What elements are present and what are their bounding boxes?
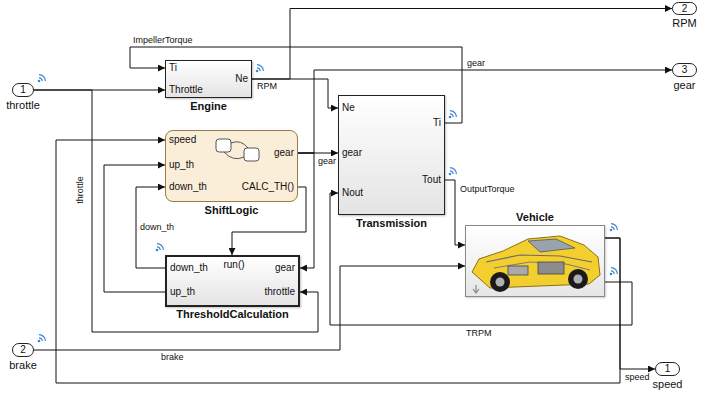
port-label: down_th <box>169 181 207 193</box>
block-name: Transmission <box>356 217 427 230</box>
subsystem-block: TiThrottleNeEngine <box>165 60 252 98</box>
inport-block: 1throttle <box>12 83 34 97</box>
port-number: 3 <box>673 64 696 76</box>
outport-block: 1speed <box>655 362 680 376</box>
signal-label: gear <box>466 58 486 68</box>
port-label: down_th <box>170 262 208 274</box>
signal-line <box>605 238 655 369</box>
port-number: 2 <box>673 3 696 14</box>
inport-block: 2brake <box>12 343 34 357</box>
vehicle-block: Vehicle <box>465 225 605 297</box>
signal-line <box>34 90 318 332</box>
vehicle-illustration <box>466 226 604 296</box>
block-name: throttle <box>6 99 40 112</box>
subsystem-block: down_thup_thrun()gearthrottleThresholdCa… <box>165 255 300 307</box>
port-label: up_th <box>169 159 194 171</box>
port-label: Ti <box>169 62 177 74</box>
port-label: run() <box>223 259 244 271</box>
block-name: ThresholdCalculation <box>176 308 288 321</box>
block-name: speed <box>653 378 683 391</box>
block-name: RPM <box>672 17 696 30</box>
signal-label: brake <box>160 352 185 362</box>
port-number: 1 <box>13 84 33 96</box>
port-label: up_th <box>170 286 195 298</box>
signal-label: RPM <box>256 81 278 91</box>
port-number: 1 <box>656 363 679 375</box>
port-number: 2 <box>13 344 33 356</box>
port-label: gear <box>275 262 295 274</box>
chart-block: speedup_thdown_thgearCALC_TH()ShiftLogic <box>165 130 298 202</box>
port-label: Throttle <box>169 84 203 96</box>
port-label: speed <box>169 134 196 146</box>
stateflow-icon <box>216 139 259 161</box>
signal-label: speed <box>624 372 651 382</box>
chart-fill <box>165 130 298 202</box>
port-label: Ne <box>342 102 355 114</box>
signal-line <box>252 79 338 108</box>
port-label: gear <box>274 147 294 159</box>
signal-label: OutputTorque <box>459 184 516 194</box>
subsystem-block: NegearNoutTiToutTransmission <box>338 95 445 215</box>
port-label: Ti <box>433 117 441 129</box>
port-label: throttle <box>264 286 295 298</box>
block-name: ShiftLogic <box>205 204 259 217</box>
signal-line <box>232 187 306 255</box>
block-name: gear <box>673 79 695 92</box>
block-name: Engine <box>190 100 227 113</box>
port-label: Ne <box>235 73 248 85</box>
signal-label: ImpellerTorque <box>132 35 194 45</box>
signal-label: throttle <box>75 175 85 205</box>
port-label: gear <box>342 147 362 159</box>
port-label: Nout <box>342 187 363 199</box>
outport-block: 2RPM <box>672 2 697 15</box>
signal-label: TRPM <box>465 328 493 338</box>
signal-label: gear <box>317 156 337 166</box>
log-icons <box>38 65 618 343</box>
outport-block: 3gear <box>672 63 697 77</box>
signal-label: down_th <box>139 222 175 232</box>
block-name: Vehicle <box>516 211 554 224</box>
block-name: brake <box>9 359 37 372</box>
port-label: CALC_TH() <box>242 181 294 193</box>
port-label: Tout <box>422 174 441 186</box>
